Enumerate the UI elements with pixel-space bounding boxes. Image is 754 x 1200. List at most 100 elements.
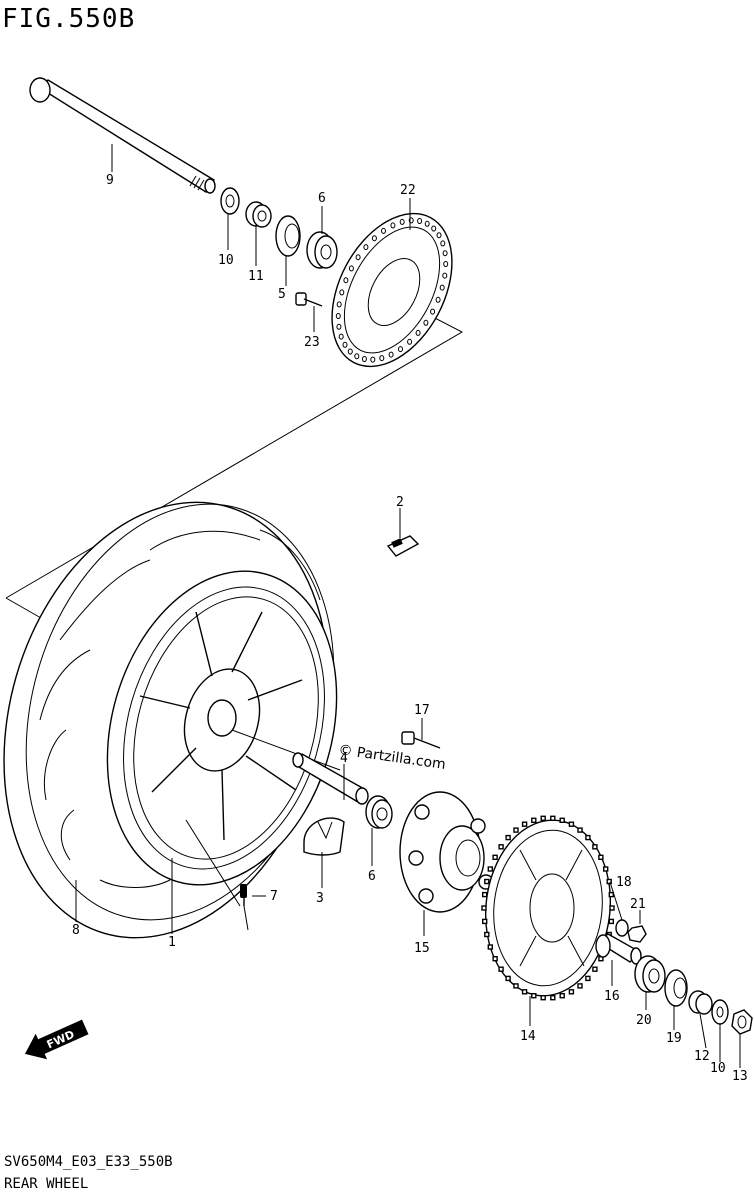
sprocket-tooth [513,983,519,989]
disc-hole [336,323,342,330]
disc-hole [335,313,341,319]
callout-20: 20 [636,1013,652,1028]
sprocket-tooth [492,854,498,860]
sprocket-tooth [482,918,488,925]
sprocket-tooth [482,891,488,898]
sprocket-tooth [592,966,598,972]
spacer-center[interactable] [292,752,369,805]
sprocket-tooth [559,817,565,823]
callout-11: 11 [248,269,264,284]
bearing-sprocket[interactable] [634,955,666,993]
disc-hole [436,232,442,239]
disc-hole [336,301,342,308]
callout-5: 5 [278,287,286,302]
sprocket-tooth [608,891,614,898]
sprocket-tooth [585,975,591,982]
wheel-rim[interactable] [72,544,372,912]
washer-right[interactable] [711,999,729,1025]
callout-1: 1 [168,935,176,950]
oil-seal-left[interactable] [275,215,301,257]
nut-sprocket[interactable] [627,925,647,943]
disc-hole [388,351,394,358]
disc-hole [440,240,446,247]
washer-sprocket[interactable] [615,919,629,937]
disc-hole [408,217,414,224]
oil-seal-sprocket[interactable] [664,969,688,1007]
disc-hole [398,346,403,353]
disc-hole [390,222,396,229]
disc-hole [443,261,449,267]
disc-hole [348,265,354,272]
sprocket-drum[interactable] [399,791,494,913]
axle-nut[interactable] [731,1009,753,1035]
disc-hole [442,250,448,257]
disc-hole [361,356,367,362]
disc-hole [407,338,413,345]
callout-19: 19 [666,1031,682,1046]
sprocket-tooth [559,993,565,999]
sprocket-tooth [609,905,615,911]
sprocket-tooth [568,989,575,995]
disc-hole [370,356,376,363]
sprocket-tooth [592,844,598,850]
sprocket-tooth [550,815,556,821]
disc-hole [442,272,448,279]
disc-hole [347,348,353,355]
callout-9: 9 [106,173,114,188]
callout-16: 16 [604,989,620,1004]
sprocket-tooth [487,866,493,872]
leader-lines [75,144,741,1068]
absorber[interactable] [303,817,345,856]
bolt-sprocket[interactable] [401,731,441,749]
sprocket-tooth [577,983,583,989]
watermark: © Partzilla.com [337,742,446,773]
disc-hole [363,244,369,251]
sprocket-tooth [531,993,537,999]
sprocket[interactable] [477,814,619,1002]
callout-8: 8 [72,923,80,938]
sprocket-tooth [585,834,591,841]
callout-3: 3 [316,891,324,906]
fwd-badge: FWD [24,1019,89,1060]
disc-hole [424,220,430,227]
callout-18: 18 [616,875,632,890]
spacer-right[interactable] [688,990,713,1015]
disc-hole [342,341,348,348]
disc-hole [417,218,423,224]
sprocket-tooth [498,844,504,850]
spacer-left[interactable] [245,201,272,228]
disc-holes [335,217,449,363]
balancer-weight[interactable] [386,535,420,557]
brake-disc[interactable] [308,193,477,387]
callout-7: 7 [270,889,278,904]
disc-hole [354,353,360,360]
disc-hole [435,296,441,303]
sprocket-tooth [505,834,511,841]
sprocket-tooth [531,817,537,823]
callout-23: 23 [304,335,320,350]
callout-21: 21 [630,897,646,912]
spacer-sprocket[interactable] [595,933,642,965]
callout-6-right: 6 [368,869,376,884]
bearing-right[interactable] [365,795,393,829]
sprocket-tooth [521,821,528,827]
sprocket-tooth [505,975,511,982]
callout-13: 13 [732,1069,748,1084]
washer-left[interactable] [220,187,240,215]
bolt-disc[interactable] [295,292,323,307]
callout-17: 17 [414,703,430,718]
bearing-left[interactable] [306,231,338,269]
callout-12: 12 [694,1049,710,1064]
disc-hole [399,218,405,225]
sprocket-tooth [492,956,498,962]
sprocket-tooth [568,821,575,827]
sprocket-tooth [484,878,490,885]
figure-title: FIG.550B [2,4,136,34]
disc-hole [343,277,349,284]
figure-code: SV650M4_E03_E33_550B [4,1154,173,1170]
valve[interactable] [185,819,249,931]
sprocket-tooth [513,827,519,833]
axle[interactable] [29,77,216,194]
sprocket-tooth [487,944,493,950]
